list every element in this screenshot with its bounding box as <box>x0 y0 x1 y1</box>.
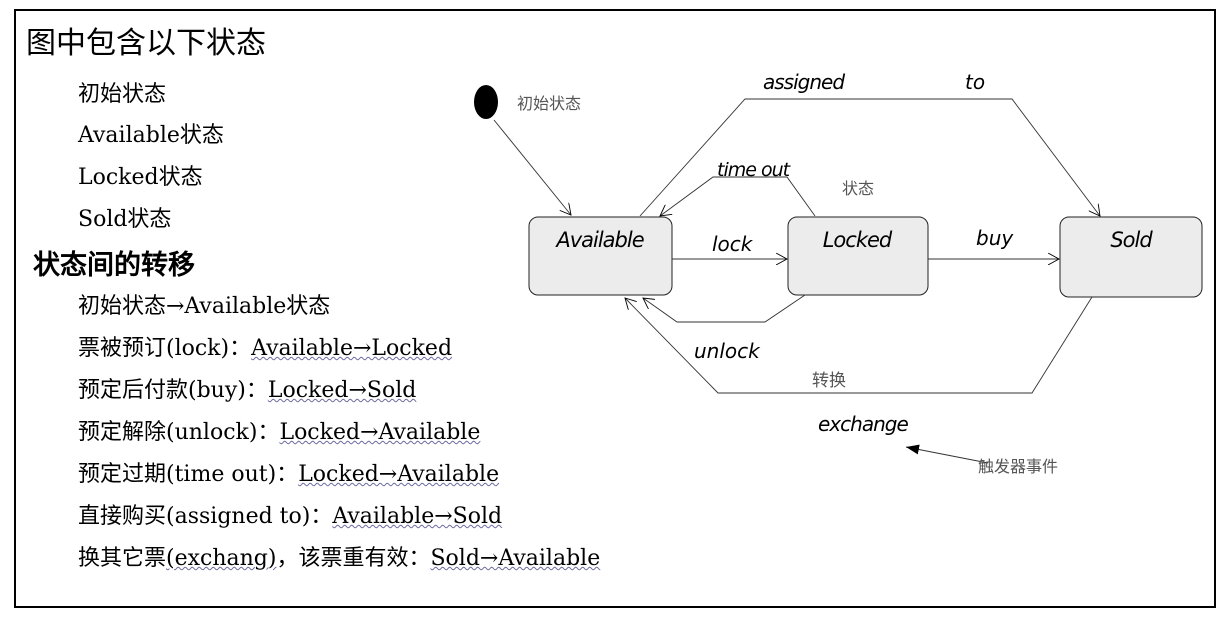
transition-label: 预定解除(unlock)： <box>78 420 280 445</box>
state-locked-label: Locked <box>823 228 893 252</box>
label-event-note: 触发器事件 <box>978 457 1058 476</box>
transition-time-out <box>660 176 816 216</box>
transition-value: Available→Locked <box>251 336 453 361</box>
transition-value: Locked→Sold <box>267 378 417 403</box>
transition-label-tail: ，该票重有效： <box>276 546 431 571</box>
initial-state-dot <box>474 85 498 119</box>
heading-transitions: 状态间的转移 <box>33 250 195 281</box>
transition-item: 换其它票(exchang)，该票重有效：Sold→Available <box>78 540 600 572</box>
transition-label: 直接购买(assigned to)： <box>78 504 333 529</box>
label-lock: lock <box>712 232 754 256</box>
transition-unlock <box>643 294 806 323</box>
transition-value: Locked→Available <box>279 420 481 445</box>
label-transition-note: 转换 <box>812 371 846 391</box>
transition-item: 票被预订(lock)：Available→Locked <box>78 330 452 362</box>
transition-label-underlined: (exchang) <box>166 546 277 571</box>
event-note-arrow <box>905 444 989 464</box>
initial-transition-arrow <box>493 119 571 215</box>
state-item-locked: Locked状态 <box>78 165 203 190</box>
transition-label: 预定过期(time out)： <box>78 462 299 487</box>
label-time-out: time out <box>717 159 792 181</box>
state-available-label: Available <box>554 228 643 252</box>
transition-assigned-to <box>639 98 1100 216</box>
transition-label: 票被预订(lock)： <box>78 336 252 361</box>
state-item-available: Available状态 <box>78 123 224 148</box>
transition-label: 初始状态→Available状态 <box>78 294 331 319</box>
transition-value: Locked→Available <box>298 462 500 487</box>
transition-item: 直接购买(assigned to)：Available→Sold <box>78 498 502 530</box>
state-available <box>528 216 673 296</box>
label-buy: buy <box>976 226 1014 250</box>
transition-item: 预定后付款(buy)：Locked→Sold <box>78 372 416 404</box>
state-sold-label: Sold <box>1110 228 1153 252</box>
label-state-note: 状态 <box>842 179 874 198</box>
state-sold <box>1059 216 1203 298</box>
label-exchange: exchange <box>818 412 908 436</box>
transition-item: 预定解除(unlock)：Locked→Available <box>78 414 480 446</box>
initial-state-label: 初始状态 <box>517 94 581 113</box>
transition-value: Sold→Available <box>430 546 601 571</box>
transition-label: 预定后付款(buy)： <box>78 378 268 403</box>
state-locked <box>787 216 929 296</box>
state-item-sold: Sold状态 <box>78 207 172 232</box>
transition-value: Available→Sold <box>332 504 503 529</box>
heading-states: 图中包含以下状态 <box>26 26 266 61</box>
label-unlock: unlock <box>694 339 761 363</box>
label-to: to <box>965 70 985 94</box>
transition-item: 预定过期(time out)：Locked→Available <box>78 456 499 488</box>
transition-item: 初始状态→Available状态 <box>78 288 330 320</box>
state-item-initial: 初始状态 <box>78 82 167 107</box>
transition-label: 换其它票 <box>78 546 167 571</box>
transition-exchange <box>625 296 1093 394</box>
label-assigned: assigned <box>763 70 845 94</box>
slide-frame <box>14 9 1216 608</box>
